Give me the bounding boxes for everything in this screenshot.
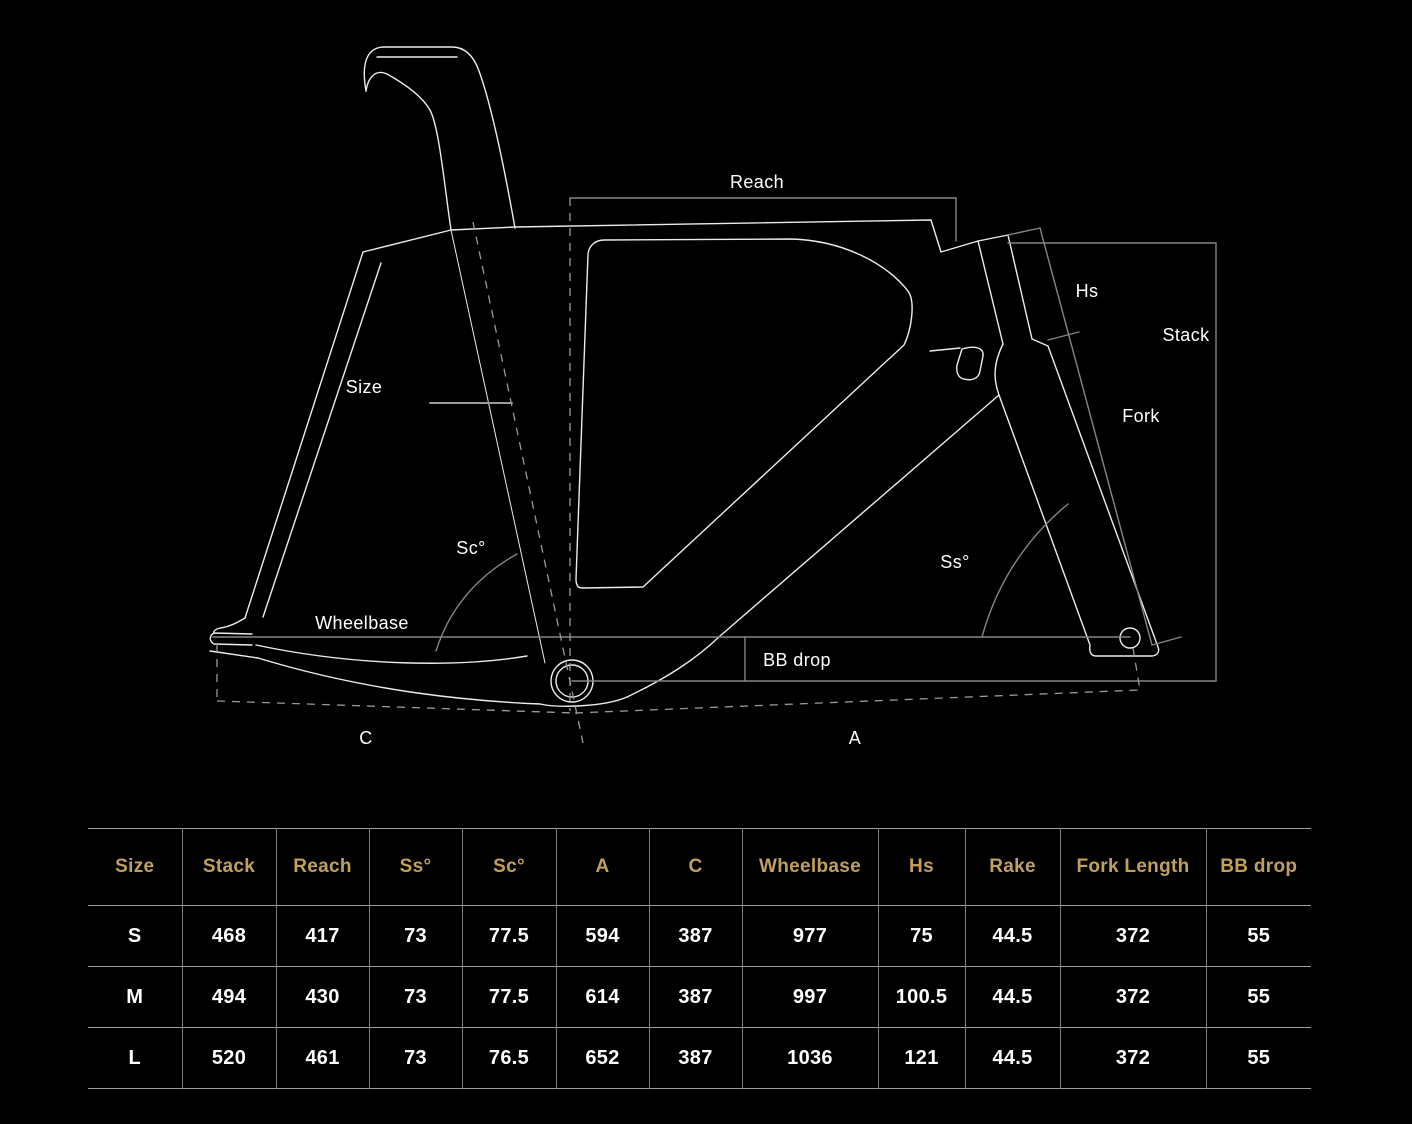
cell-hs: 75 [877,905,966,967]
hs-fork-dimension-line [1039,227,1153,646]
table-row-size-m: M 494 430 73 77.5 614 387 997 100.5 44.5… [88,966,1311,1028]
cell-wheelbase: 1036 [741,1027,879,1089]
chain-stay-bottom-edge [257,657,541,705]
cell-rake: 44.5 [964,1027,1061,1089]
bike-frame-drawing: Reach Hs Stack Size Fork Sc° Ss° Wheelba… [209,46,1217,748]
cell-wheelbase: 977 [741,905,879,967]
cell-bb-drop: 55 [1205,966,1311,1028]
column-header-a: A [555,828,650,906]
cell-hs: 121 [877,1027,966,1089]
frame-geometry-diagram: Reach Hs Stack Size Fork Sc° Ss° Wheelba… [209,46,1217,748]
cell-bb-drop: 55 [1205,905,1311,967]
cell-a: 614 [555,966,650,1028]
cell-sc-angle: 77.5 [461,905,557,967]
column-header-size: Size [88,828,183,906]
seat-tube-axis-dashed-line [472,221,584,744]
cell-fork-length: 372 [1059,905,1207,967]
table-header-row: Size Stack Reach Ss° Sc° A C Wheelbase H… [88,828,1311,906]
column-header-hs: Hs [877,828,966,906]
cell-rake: 44.5 [964,966,1061,1028]
cell-reach: 430 [275,966,370,1028]
fork-blade-outline [994,343,1160,657]
column-header-reach: Reach [275,828,370,906]
c-label: C [359,728,372,748]
cell-wheelbase: 997 [741,966,879,1028]
seat-mast-outer-line [363,46,516,229]
cell-fork-length: 372 [1059,1027,1207,1089]
cell-stack: 494 [181,966,277,1028]
cell-c: 387 [648,966,743,1028]
stack-label: Stack [1162,325,1210,345]
down-tube-outer-edge [626,394,1000,698]
top-tube-bottom-edge [929,347,961,352]
hs-top-tick [1007,227,1041,236]
a-dashed-line [574,689,1141,714]
seat-angle-arc [435,553,518,652]
cell-a: 594 [555,905,650,967]
hs-fork-mid-tick [1047,331,1080,341]
cell-bb-drop: 55 [1205,1027,1311,1089]
cell-stack: 520 [181,1027,277,1089]
cell-reach: 417 [275,905,370,967]
frame-window-cutout [575,238,913,589]
seat-stay-inner-edge [262,262,382,618]
cell-sc-angle: 77.5 [461,966,557,1028]
fork-bottom-tick [1151,636,1182,646]
bb-drop-label: BB drop [763,650,831,670]
column-header-fork-length: Fork Length [1059,828,1207,906]
head-junction-tab [956,346,984,381]
cell-size: L [88,1027,183,1089]
reach-label: Reach [730,172,784,192]
steerer-tube-lines [977,234,1049,347]
cell-a: 652 [555,1027,650,1089]
column-header-wheelbase: Wheelbase [741,828,879,906]
cell-size: S [88,905,183,967]
cell-c: 387 [648,1027,743,1089]
cell-c: 387 [648,905,743,967]
column-header-c: C [648,828,743,906]
cell-ss-angle: 73 [368,1027,463,1089]
cell-hs: 100.5 [877,966,966,1028]
column-header-sc-angle: Sc° [461,828,557,906]
column-header-stack: Stack [181,828,277,906]
wheelbase-label: Wheelbase [315,613,409,633]
ss-angle-label: Ss° [940,552,969,572]
seat-mast-inner-line [365,71,452,231]
rear-dropout [209,617,259,659]
column-header-rake: Rake [964,828,1061,906]
cell-size: M [88,966,183,1028]
fork-label: Fork [1122,406,1160,426]
a-label: A [849,728,861,748]
table-row-size-l: L 520 461 73 76.5 652 387 1036 121 44.5 … [88,1027,1311,1089]
cell-rake: 44.5 [964,905,1061,967]
size-label: Size [346,377,383,397]
cell-sc-angle: 76.5 [461,1027,557,1089]
seat-stay-outer-edge [244,251,364,619]
geometry-table: Size Stack Reach Ss° Sc° A C Wheelbase H… [88,828,1311,1089]
column-header-bb-drop: BB drop [1205,828,1311,906]
seat-tube-line [450,229,546,664]
column-header-ss-angle: Ss° [368,828,463,906]
head-angle-arc [981,503,1069,638]
cell-ss-angle: 73 [368,905,463,967]
bb-shell-bottom-edge [539,696,628,707]
top-tube-top-edge [362,219,979,253]
a-right-dashed-drop [1132,647,1141,691]
cell-stack: 468 [181,905,277,967]
chain-stay-top-edge [255,644,528,664]
cell-fork-length: 372 [1059,966,1207,1028]
hs-label: Hs [1076,281,1099,301]
cell-reach: 461 [275,1027,370,1089]
table-row-size-s: S 468 417 73 77.5 594 387 977 75 44.5 37… [88,905,1311,967]
front-axle-circle [1119,627,1141,649]
sc-angle-label: Sc° [456,538,485,558]
cell-ss-angle: 73 [368,966,463,1028]
